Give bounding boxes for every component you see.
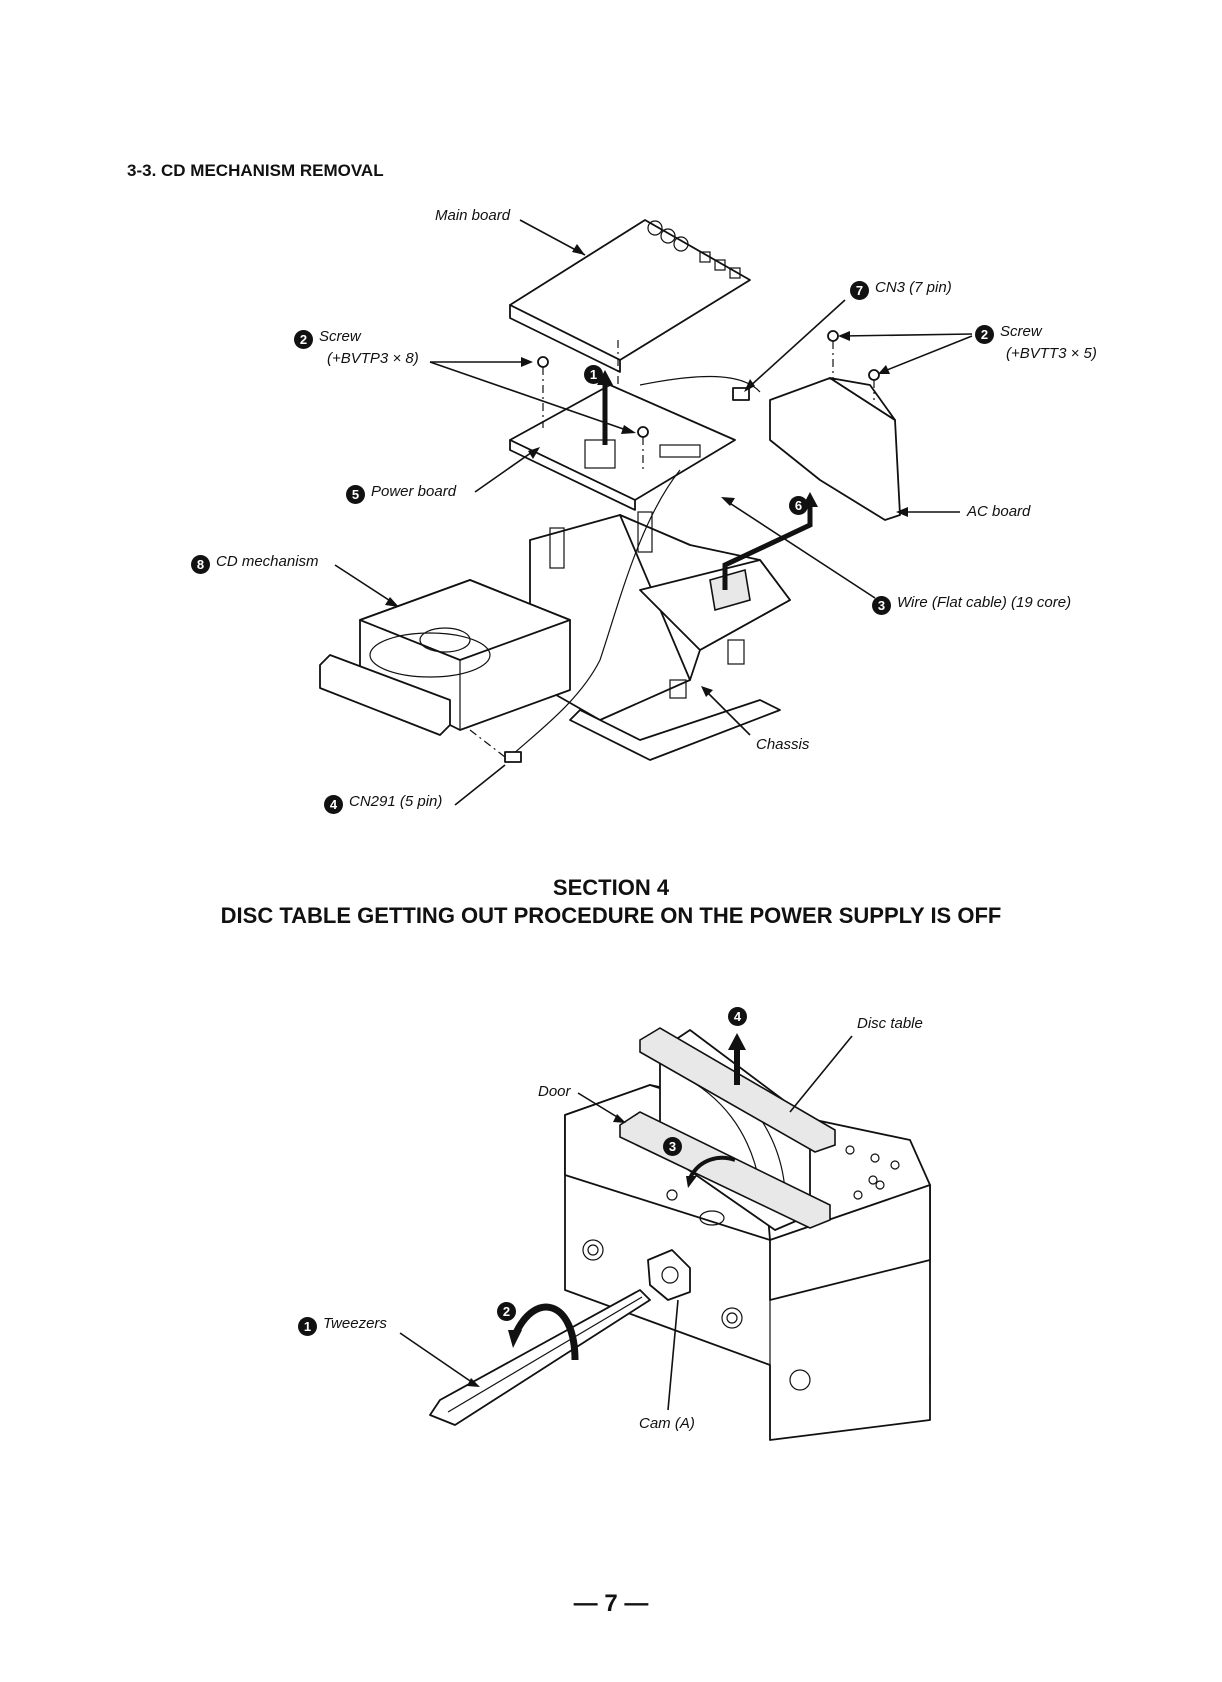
step-number-badge: 4	[324, 795, 343, 814]
cam-a-label: Cam (A)	[639, 1415, 695, 1432]
cn3-label: 7 CN3 (7 pin)	[850, 279, 952, 300]
step-number-badge: 2	[975, 325, 994, 344]
screw-left-title: Screw	[319, 328, 361, 345]
screw-right-spec: (+BVTT3 × 5)	[1006, 345, 1097, 362]
main-board-drawing	[510, 220, 750, 372]
power-board-label: 5 Power board	[346, 483, 456, 504]
section-4-title: SECTION 4	[0, 875, 1222, 901]
ac-board-drawing	[770, 378, 900, 520]
wire-label: 3 Wire (Flat cable) (19 core)	[872, 594, 1071, 615]
step-number-badge: 5	[346, 485, 365, 504]
tweezers-text: Tweezers	[323, 1315, 387, 1332]
step2-badge: 2	[497, 1302, 516, 1321]
cn291-connector-drawing	[505, 752, 521, 762]
step4-badge: 4	[728, 1007, 747, 1026]
section-3-3-heading: 3-3. CD MECHANISM REMOVAL	[127, 161, 384, 181]
ac-board-label: AC board	[967, 503, 1030, 520]
disc-table-drawing	[430, 1028, 930, 1440]
door-label: Door	[538, 1083, 571, 1100]
screw-left-spec: (+BVTP3 × 8)	[327, 350, 419, 367]
cn291-label: 4 CN291 (5 pin)	[324, 793, 442, 814]
screw-right-label: 2 Screw	[975, 323, 1042, 344]
screw-right-title: Screw	[1000, 323, 1042, 340]
section-4-subtitle: DISC TABLE GETTING OUT PROCEDURE ON THE …	[0, 903, 1222, 929]
power-board-drawing	[510, 385, 735, 510]
step6-badge: 6	[789, 496, 808, 515]
page-number: — 7 —	[0, 1590, 1222, 1618]
tweezers-label: 1 Tweezers	[298, 1315, 387, 1336]
step-number-badge: 2	[294, 330, 313, 349]
main-board-label: Main board	[435, 207, 510, 224]
cd-mechanism-text: CD mechanism	[216, 553, 319, 570]
step-number-badge: 3	[872, 596, 891, 615]
cn291-text: CN291 (5 pin)	[349, 793, 442, 810]
step3-badge: 3	[663, 1137, 682, 1156]
power-board-text: Power board	[371, 483, 456, 500]
cd-mechanism-label: 8 CD mechanism	[191, 553, 319, 574]
step-number-badge: 1	[298, 1317, 317, 1336]
disc-table-label: Disc table	[857, 1015, 923, 1032]
chassis-label: Chassis	[756, 736, 809, 753]
step-number-badge: 7	[850, 281, 869, 300]
step-number-badge: 8	[191, 555, 210, 574]
cn3-text: CN3 (7 pin)	[875, 279, 952, 296]
step1-badge: 1	[584, 365, 603, 384]
screw-left-label: 2 Screw	[294, 328, 361, 349]
wire-text: Wire (Flat cable) (19 core)	[897, 594, 1071, 611]
